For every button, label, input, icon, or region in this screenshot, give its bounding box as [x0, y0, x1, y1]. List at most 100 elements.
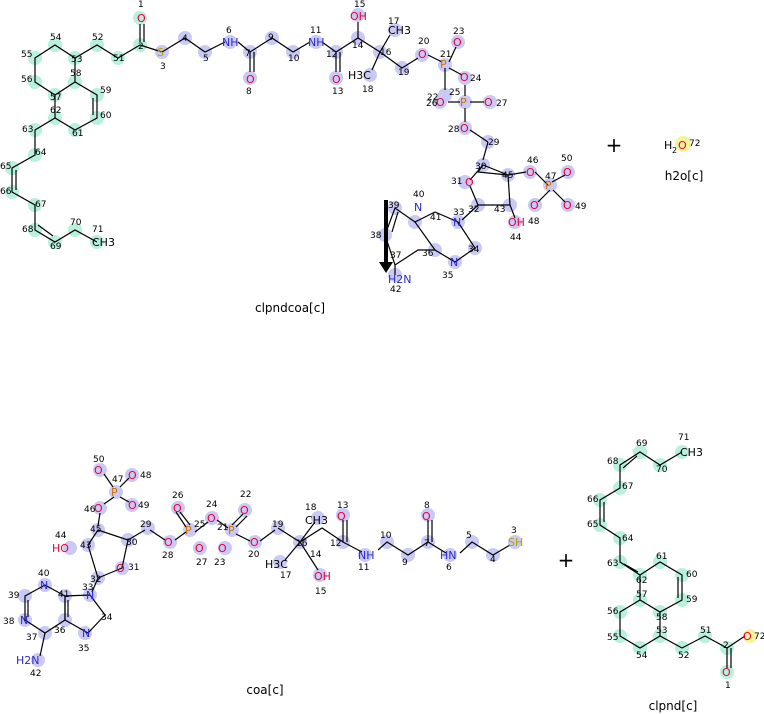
svg-text:26: 26: [426, 99, 438, 109]
svg-text:32: 32: [90, 575, 101, 585]
svg-text:64: 64: [622, 534, 634, 544]
svg-text:47: 47: [112, 475, 123, 485]
svg-text:SH: SH: [508, 536, 523, 549]
molecule-label-clpndcoa: clpndcoa[c]: [255, 301, 325, 315]
svg-text:O: O: [94, 464, 103, 477]
svg-text:14: 14: [352, 41, 364, 51]
svg-text:44: 44: [55, 531, 67, 541]
svg-text:16: 16: [380, 48, 392, 58]
svg-text:61: 61: [656, 552, 667, 562]
svg-text:O: O: [218, 542, 227, 555]
svg-text:48: 48: [140, 471, 152, 481]
svg-text:33: 33: [453, 208, 464, 218]
svg-text:1: 1: [725, 681, 731, 691]
svg-text:28: 28: [162, 551, 174, 561]
svg-text:O: O: [195, 542, 204, 555]
svg-text:21: 21: [440, 50, 451, 60]
svg-text:N: N: [414, 201, 422, 214]
svg-text:O: O: [337, 510, 346, 523]
svg-text:29: 29: [488, 138, 500, 148]
svg-text:69: 69: [636, 439, 648, 449]
svg-text:5: 5: [466, 531, 472, 541]
molecule-label-coa: coa[c]: [246, 683, 283, 697]
svg-text:34: 34: [468, 245, 480, 255]
svg-text:O: O: [116, 562, 125, 575]
svg-text:O: O: [465, 176, 474, 189]
svg-text:N: N: [82, 627, 90, 640]
svg-text:4: 4: [490, 555, 496, 565]
molecule-label-h2o: h2o[c]: [665, 169, 704, 183]
svg-text:48: 48: [528, 217, 540, 227]
svg-text:56: 56: [607, 607, 619, 617]
svg-text:H: H: [664, 139, 672, 152]
svg-text:70: 70: [656, 465, 668, 475]
svg-text:54: 54: [50, 33, 62, 43]
svg-text:43: 43: [494, 205, 505, 215]
svg-text:O: O: [128, 499, 137, 512]
svg-text:5: 5: [203, 54, 209, 64]
svg-text:30: 30: [126, 538, 138, 548]
svg-text:8: 8: [424, 501, 430, 511]
svg-text:50: 50: [561, 154, 573, 164]
svg-text:36: 36: [54, 626, 66, 636]
svg-text:18: 18: [305, 503, 317, 513]
svg-text:P: P: [460, 96, 467, 109]
svg-text:23: 23: [453, 27, 464, 37]
svg-text:65: 65: [0, 162, 11, 172]
svg-text:34: 34: [101, 613, 113, 623]
svg-text:P: P: [440, 58, 447, 71]
svg-text:12: 12: [326, 50, 337, 60]
svg-text:53: 53: [656, 626, 667, 636]
svg-text:6: 6: [226, 26, 232, 36]
svg-text:51: 51: [700, 626, 711, 636]
svg-text:O: O: [173, 502, 182, 515]
svg-text:2: 2: [672, 146, 677, 155]
svg-text:O: O: [563, 166, 572, 179]
svg-text:55: 55: [607, 633, 618, 643]
svg-text:7: 7: [245, 49, 251, 59]
svg-text:63: 63: [607, 559, 618, 569]
svg-text:31: 31: [128, 563, 139, 573]
svg-text:51: 51: [113, 54, 124, 64]
svg-text:28: 28: [448, 125, 460, 135]
svg-text:NH: NH: [358, 549, 375, 562]
svg-text:46: 46: [527, 156, 539, 166]
molecule-label-clpnd: clpnd[c]: [649, 699, 698, 713]
svg-text:60: 60: [686, 570, 698, 580]
svg-text:30: 30: [475, 162, 487, 172]
svg-text:9: 9: [268, 33, 274, 43]
svg-text:10: 10: [288, 54, 300, 64]
svg-text:N: N: [453, 216, 461, 229]
svg-text:CH3: CH3: [388, 24, 411, 37]
svg-text:46: 46: [84, 505, 96, 515]
svg-text:OH: OH: [350, 10, 367, 23]
svg-text:50: 50: [93, 455, 105, 465]
molecule-coa: O P O O O HO O O P O O O P O O O CH3 H3C…: [3, 455, 523, 697]
svg-text:20: 20: [248, 550, 260, 560]
svg-text:O: O: [460, 122, 469, 135]
svg-text:47: 47: [545, 172, 556, 182]
svg-text:2: 2: [138, 42, 144, 52]
svg-text:59: 59: [686, 595, 698, 605]
svg-text:38: 38: [370, 231, 382, 241]
svg-text:23: 23: [214, 558, 225, 568]
svg-text:O: O: [722, 666, 731, 679]
svg-text:39: 39: [8, 591, 20, 601]
svg-text:N: N: [40, 579, 48, 592]
svg-text:57: 57: [50, 93, 61, 103]
molecule-clpnd: CH3 O O 71 70 69 68 67 66 65 64 63 62 61…: [587, 433, 764, 713]
atom-labels-clpndcoa: O S NH O NH O OH CH3 H3C O P O O P O O O…: [92, 10, 572, 286]
svg-text:O: O: [137, 12, 146, 25]
atom-numbers-coa: 50 47 48 49 46 44 45 43 30 31 32 33 34 3…: [3, 455, 517, 679]
svg-text:8: 8: [246, 87, 252, 97]
svg-text:13: 13: [337, 501, 348, 511]
svg-text:CH3: CH3: [305, 514, 328, 527]
svg-text:70: 70: [70, 218, 82, 228]
svg-text:54: 54: [636, 651, 648, 661]
svg-text:O: O: [530, 199, 539, 212]
svg-text:45: 45: [90, 525, 101, 535]
svg-text:42: 42: [390, 285, 401, 295]
plus-sign-reactants: +: [606, 133, 623, 157]
coa-part-bonds: [161, 22, 566, 275]
